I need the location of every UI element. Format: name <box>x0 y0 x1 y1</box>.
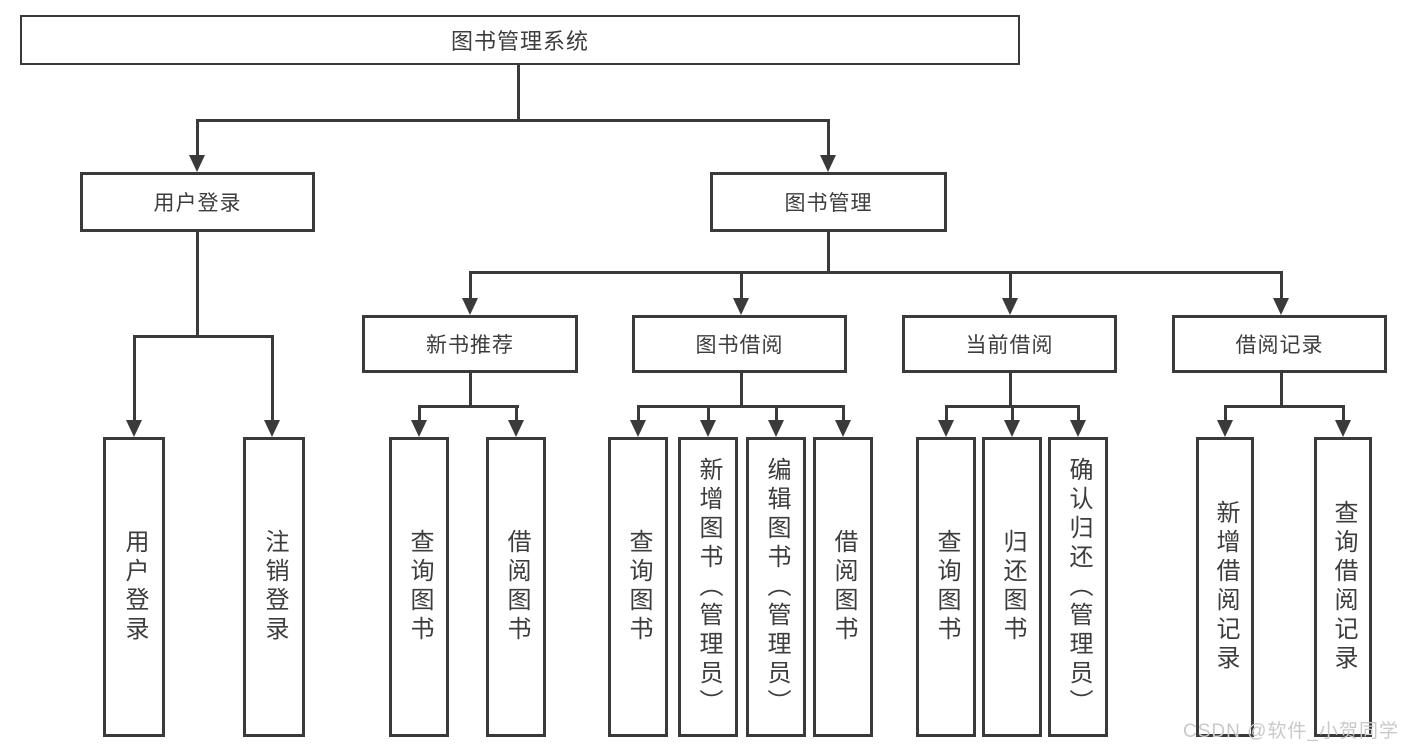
connector-line <box>842 405 845 420</box>
arrowhead-icon <box>700 420 716 437</box>
leaf-edit-books-admin-label: 编辑图书（管理员） <box>763 456 790 718</box>
connector-line <box>775 405 778 420</box>
node-new-book-recommend: 新书推荐 <box>362 315 578 373</box>
leaf-logout-label: 注销登录 <box>261 529 288 645</box>
arrowhead-icon <box>462 298 478 315</box>
connector-line <box>827 119 830 155</box>
connector-line <box>196 119 830 122</box>
node-user-login: 用户登录 <box>80 172 315 232</box>
arrowhead-icon <box>630 420 646 437</box>
node-borrowing-records: 借阅记录 <box>1172 315 1387 373</box>
arrowhead-icon <box>1070 420 1086 437</box>
arrowhead-icon <box>835 420 851 437</box>
leaf-query-borrow-record: 查询借阅记录 <box>1314 437 1372 737</box>
connector-line <box>418 405 421 420</box>
leaf-confirm-return-admin-label: 确认归还（管理员） <box>1065 456 1092 718</box>
leaf-return-books: 归还图书 <box>982 437 1042 737</box>
node-book-management: 图书管理 <box>710 172 947 232</box>
connector-line <box>707 405 710 420</box>
leaf-query-books-borrowing-label: 查询图书 <box>625 529 652 645</box>
connector-line <box>1077 405 1080 420</box>
node-root-label: 图书管理系统 <box>450 29 589 54</box>
arrowhead-icon <box>1273 298 1289 315</box>
connector-line <box>469 271 472 298</box>
connector-line <box>740 271 743 298</box>
leaf-add-books-admin: 新增图书（管理员） <box>678 437 738 737</box>
connector-line <box>517 65 520 119</box>
leaf-query-books-recommend-label: 查询图书 <box>406 529 433 645</box>
leaf-query-books-recommend: 查询图书 <box>389 437 449 737</box>
node-book-borrowing-label: 图书借阅 <box>695 334 784 357</box>
node-borrowing-records-label: 借阅记录 <box>1235 334 1324 357</box>
connector-line <box>1342 405 1345 420</box>
node-book-management-label: 图书管理 <box>784 192 873 215</box>
leaf-confirm-return-admin: 确认归还（管理员） <box>1048 437 1108 737</box>
node-user-login-label: 用户登录 <box>153 192 242 215</box>
arrowhead-icon <box>820 155 836 172</box>
arrowhead-icon <box>1002 298 1018 315</box>
node-current-borrowing-label: 当前借阅 <box>965 334 1054 357</box>
arrowhead-icon <box>1004 420 1020 437</box>
connector-line <box>827 232 830 271</box>
connector-line <box>945 405 948 420</box>
node-root: 图书管理系统 <box>20 15 1020 65</box>
connector-line <box>1009 373 1012 405</box>
leaf-add-borrow-record-label: 新增借阅记录 <box>1212 500 1239 674</box>
connector-line <box>196 232 199 335</box>
connector-line <box>196 119 199 155</box>
connector-line <box>1011 405 1014 420</box>
leaf-logout: 注销登录 <box>243 437 305 737</box>
leaf-add-borrow-record: 新增借阅记录 <box>1196 437 1254 737</box>
arrowhead-icon <box>264 420 280 437</box>
arrowhead-icon <box>733 298 749 315</box>
connector-line <box>1280 373 1283 405</box>
connector-line <box>1224 405 1345 408</box>
leaf-user-login-label: 用户登录 <box>121 529 148 645</box>
connector-line <box>418 405 519 408</box>
leaf-query-borrow-record-label: 查询借阅记录 <box>1330 500 1357 674</box>
csdn-watermark: CSDN @软件_小贺同学 <box>1183 721 1399 742</box>
arrowhead-icon <box>1335 420 1351 437</box>
connector-line <box>133 335 136 420</box>
arrowhead-icon <box>189 155 205 172</box>
leaf-borrow-books-label: 借阅图书 <box>830 529 857 645</box>
connector-line <box>740 373 743 405</box>
node-new-book-recommend-label: 新书推荐 <box>426 334 514 357</box>
arrowhead-icon <box>1217 420 1233 437</box>
leaf-return-books-label: 归还图书 <box>999 529 1026 645</box>
leaf-borrow-books-recommend-label: 借阅图书 <box>503 529 530 645</box>
node-book-borrowing: 图书借阅 <box>632 315 847 373</box>
connector-line <box>469 271 1283 274</box>
connector-line <box>637 405 845 408</box>
connector-line <box>637 405 640 420</box>
node-current-borrowing: 当前借阅 <box>902 315 1117 373</box>
leaf-query-books-borrowing: 查询图书 <box>608 437 668 737</box>
connector-line <box>1224 405 1227 420</box>
leaf-edit-books-admin: 编辑图书（管理员） <box>746 437 806 737</box>
arrowhead-icon <box>768 420 784 437</box>
arrowhead-icon <box>411 420 427 437</box>
leaf-add-books-admin-label: 新增图书（管理员） <box>695 456 722 718</box>
arrowhead-icon <box>126 420 142 437</box>
leaf-user-login: 用户登录 <box>103 437 165 737</box>
connector-line <box>515 405 518 420</box>
leaf-borrow-books-recommend: 借阅图书 <box>486 437 546 737</box>
connector-line <box>271 335 274 420</box>
leaf-query-books-current: 查询图书 <box>916 437 976 737</box>
arrowhead-icon <box>938 420 954 437</box>
connector-line <box>133 335 274 338</box>
leaf-borrow-books: 借阅图书 <box>813 437 873 737</box>
connector-line <box>1009 271 1012 298</box>
arrowhead-icon <box>508 420 524 437</box>
leaf-query-books-current-label: 查询图书 <box>933 529 960 645</box>
connector-line <box>1280 271 1283 298</box>
connector-line <box>469 373 472 405</box>
